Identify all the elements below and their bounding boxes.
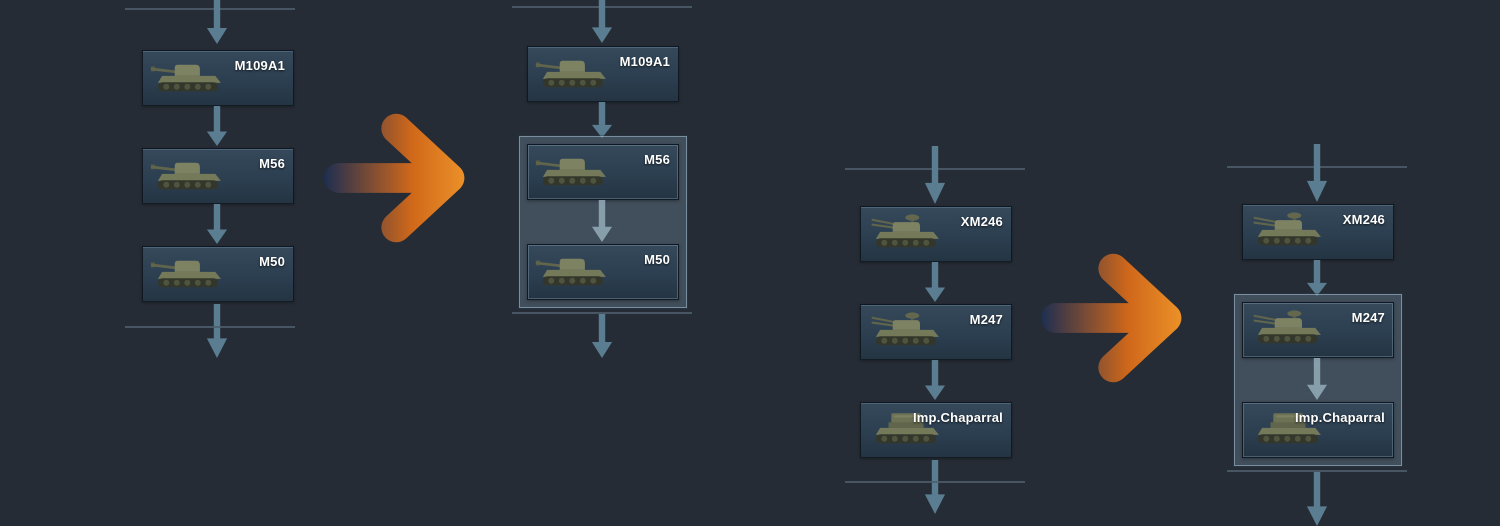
connector-down-arrow bbox=[206, 106, 228, 146]
connector-down-arrow bbox=[591, 314, 613, 358]
vehicle-card-m50[interactable]: M50 bbox=[142, 246, 294, 302]
vehicle-card-m50[interactable]: M50 bbox=[527, 244, 679, 300]
connector-down-arrow bbox=[206, 304, 228, 358]
vehicle-name: M109A1 bbox=[619, 54, 670, 69]
vehicle-card-m109a1[interactable]: M109A1 bbox=[527, 46, 679, 102]
change-arrow-icon bbox=[323, 112, 501, 244]
vehicle-name: XM246 bbox=[1342, 212, 1385, 227]
vehicle-card-m247[interactable]: M247 bbox=[860, 304, 1012, 360]
vehicle-card-m56[interactable]: M56 bbox=[527, 144, 679, 200]
vehicle-card-xm246[interactable]: XM246 bbox=[1242, 204, 1394, 260]
connector-down-arrow bbox=[591, 102, 613, 138]
vehicle-name: XM246 bbox=[960, 214, 1003, 229]
vehicle-name: M109A1 bbox=[234, 58, 285, 73]
connector-down-arrow bbox=[1306, 472, 1328, 526]
vehicle-card-m109a1[interactable]: M109A1 bbox=[142, 50, 294, 106]
vehicle-name: Imp.Chaparral bbox=[912, 410, 1003, 425]
vehicle-card-imp-chaparral[interactable]: Imp.Chaparral bbox=[1242, 402, 1394, 458]
connector-down-arrow bbox=[924, 460, 946, 514]
connector-down-arrow bbox=[924, 262, 946, 302]
connector-down-arrow bbox=[1306, 260, 1328, 296]
connector-down-arrow bbox=[206, 0, 228, 44]
connector-down-arrow bbox=[924, 146, 946, 204]
rank-divider-line bbox=[1227, 470, 1407, 472]
connector-down-arrow bbox=[591, 0, 613, 43]
tank-spg-icon bbox=[533, 53, 613, 95]
tank-spg-icon bbox=[148, 57, 228, 99]
vehicle-name: M247 bbox=[1351, 310, 1385, 325]
change-arrow-icon bbox=[1040, 252, 1218, 384]
tank-spaa-icon bbox=[866, 311, 946, 353]
vehicle-name: M50 bbox=[259, 254, 285, 269]
tank-spg-icon bbox=[533, 151, 613, 193]
rank-divider-line bbox=[125, 8, 295, 10]
connector-down-arrow bbox=[1306, 144, 1328, 202]
vehicle-name: Imp.Chaparral bbox=[1294, 410, 1385, 425]
rank-divider-line bbox=[845, 481, 1025, 483]
vehicle-card-m56[interactable]: M56 bbox=[142, 148, 294, 204]
rank-divider-line bbox=[125, 326, 295, 328]
connector-down-arrow bbox=[591, 200, 613, 242]
tank-spaa-icon bbox=[866, 213, 946, 255]
connector-down-arrow bbox=[206, 204, 228, 244]
tank-spg-icon bbox=[148, 155, 228, 197]
vehicle-card-xm246[interactable]: XM246 bbox=[860, 206, 1012, 262]
tank-spaa-icon bbox=[1248, 211, 1328, 253]
tank-spaa-icon bbox=[1248, 309, 1328, 351]
vehicle-card-m247[interactable]: M247 bbox=[1242, 302, 1394, 358]
vehicle-name: M56 bbox=[259, 156, 285, 171]
rank-divider-line bbox=[512, 312, 692, 314]
vehicle-card-imp-chaparral[interactable]: Imp.Chaparral bbox=[860, 402, 1012, 458]
connector-down-arrow bbox=[924, 360, 946, 400]
vehicle-name: M56 bbox=[644, 152, 670, 167]
tank-spg-icon bbox=[148, 253, 228, 295]
connector-down-arrow bbox=[1306, 358, 1328, 400]
vehicle-name: M247 bbox=[969, 312, 1003, 327]
tank-spg-icon bbox=[533, 251, 613, 293]
vehicle-name: M50 bbox=[644, 252, 670, 267]
